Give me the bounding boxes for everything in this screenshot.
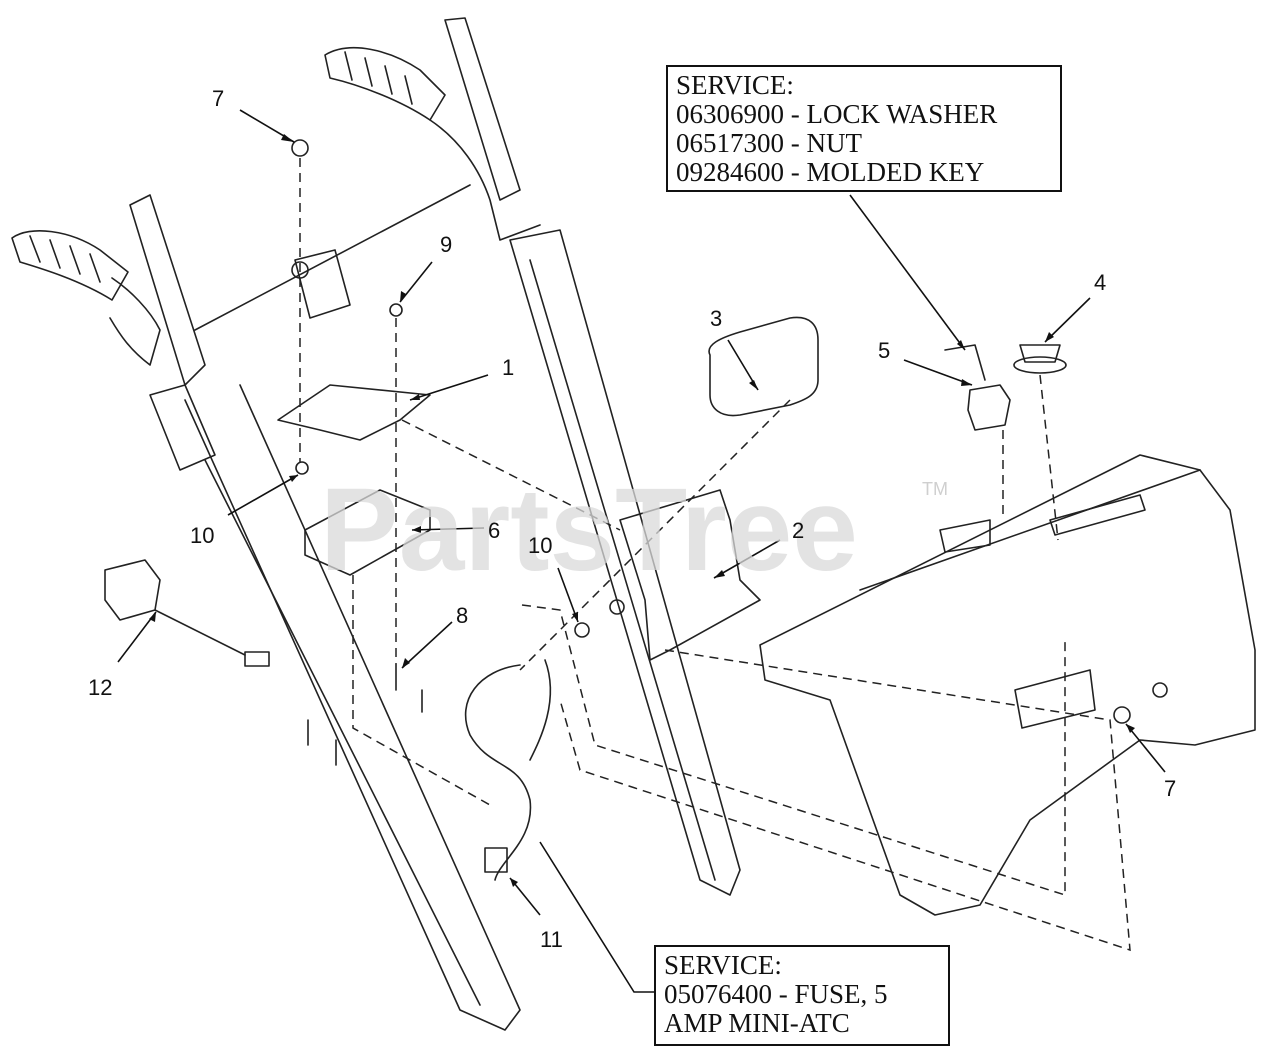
part-1-bracket [277, 384, 431, 441]
part-label-5: 5 [878, 338, 890, 363]
service-callout-bottom-line: AMP MINI-ATC [664, 1008, 850, 1038]
part-10-washer-left [295, 461, 309, 475]
part-12-cord [154, 609, 246, 656]
right-handle-bend [429, 119, 541, 241]
left-tube-edge [204, 459, 481, 1006]
left-handle-bend [109, 277, 161, 366]
part-4-cap [1019, 344, 1061, 363]
assembly-lines [299, 158, 1131, 952]
left-handle-top [129, 194, 206, 386]
part-label-2: 2 [792, 518, 804, 543]
part-label-4: 4 [1094, 270, 1106, 295]
dashboard-top-edge [859, 469, 1201, 591]
leader-arrowheads [149, 134, 1135, 887]
part-label-10-left: 10 [190, 523, 214, 548]
dashboard-plate [1014, 669, 1096, 729]
part-label-3: 3 [710, 306, 722, 331]
part-labels: 7 9 1 3 5 4 10 6 2 10 8 12 7 11 [88, 86, 1176, 952]
part-11-fuse-block [484, 847, 508, 873]
control-bracket [294, 249, 351, 319]
part-label-9: 9 [440, 232, 452, 257]
part-label-10-right: 10 [528, 533, 552, 558]
part-7-bolt-top [291, 139, 309, 157]
service-callout-top-title: SERVICE: [676, 70, 794, 100]
part-12-plug [244, 651, 270, 667]
service-callout-bottom: SERVICE: 05076400 - FUSE, 5 AMP MINI-ATC [654, 945, 950, 1046]
service-callout-top-line: 06306900 - LOCK WASHER [676, 99, 998, 129]
right-grip [324, 47, 446, 121]
part-8-screws [307, 664, 423, 766]
service-callout-top-line: 09284600 - MOLDED KEY [676, 157, 985, 187]
part-3-battery [708, 316, 819, 417]
part-label-6: 6 [488, 518, 500, 543]
service-callout-bottom-line: 05076400 - FUSE, 5 [664, 979, 888, 1009]
part-label-8: 8 [456, 603, 468, 628]
part-5-key [944, 344, 986, 381]
watermark-text: PartsTree [320, 464, 858, 596]
cross-rod [194, 184, 471, 331]
right-tube-edge [529, 259, 716, 881]
part-10-washer-right [574, 622, 590, 638]
dashboard-slot [1049, 494, 1146, 536]
left-handle-bracket [149, 384, 216, 471]
right-grip-ribs [344, 51, 413, 105]
part-7-bolt-right [1113, 706, 1131, 724]
dashboard-logo [939, 519, 991, 553]
service-callout-bottom-title: SERVICE: [664, 950, 782, 980]
bolt [1152, 682, 1168, 698]
part-5-switch [967, 384, 1011, 431]
part-9-nut [389, 303, 403, 317]
leader-lines [117, 109, 1166, 993]
left-tube [184, 384, 521, 1031]
left-handle-frame [11, 194, 521, 1031]
washer [609, 599, 625, 615]
part-4-base [1013, 356, 1067, 374]
part-label-7-top: 7 [212, 86, 224, 111]
service-callout-top-line: 06517300 - NUT [676, 128, 862, 158]
part-label-7-right: 7 [1164, 776, 1176, 801]
right-handle-frame [324, 17, 741, 896]
watermark-tm: TM [922, 479, 948, 499]
left-grip-ribs [29, 235, 101, 283]
part-label-1: 1 [502, 355, 514, 380]
part-label-12: 12 [88, 675, 112, 700]
part-12-charger [104, 559, 161, 621]
left-grip [11, 230, 129, 301]
right-handle-top [444, 17, 521, 201]
part-11-harness [464, 664, 532, 881]
right-tube [509, 229, 741, 896]
part-2-bracket [619, 489, 761, 661]
part-11-harness-branch [529, 659, 552, 761]
part-label-11: 11 [540, 927, 563, 952]
service-callout-top: SERVICE: 06306900 - LOCK WASHER 06517300… [666, 65, 1062, 192]
